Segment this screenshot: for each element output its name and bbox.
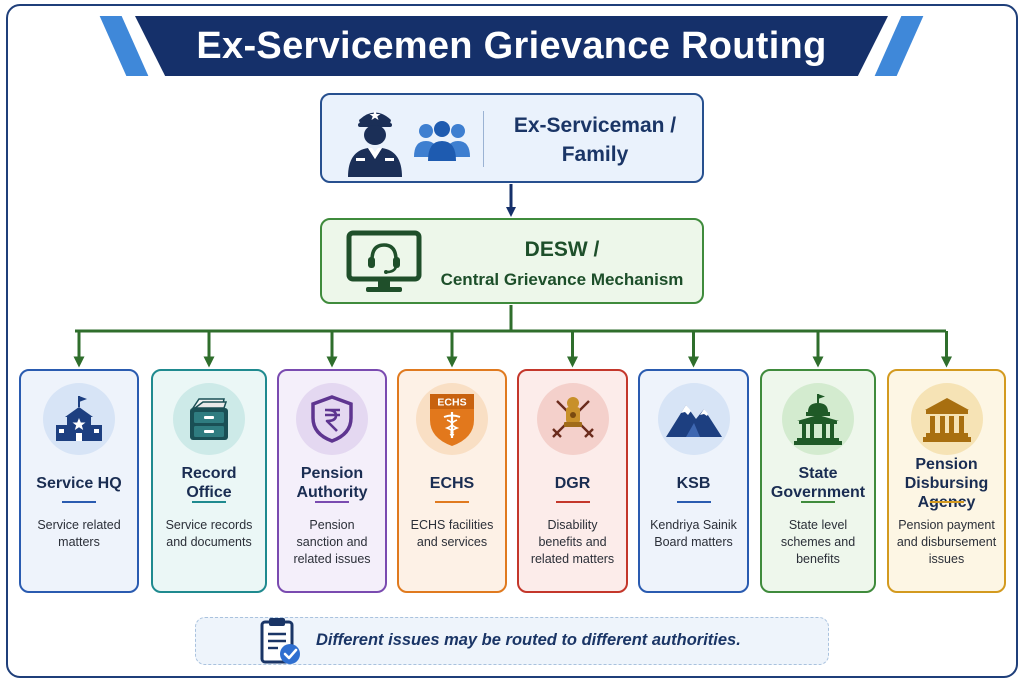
monitor-headset-icon bbox=[346, 230, 422, 292]
desw-box: DESW / Central Grievance Mechanism bbox=[320, 218, 704, 304]
source-label-line2: Family bbox=[561, 143, 629, 166]
card-echs: ECHS ECHS ECHS facilities and services bbox=[397, 369, 507, 593]
card-ksb: KSB Kendriya Sainik Board matters bbox=[638, 369, 749, 593]
people-group-icon bbox=[414, 121, 470, 161]
card-pension-authority: Pension Authority Pension sanction and r… bbox=[277, 369, 387, 593]
mountains-icon bbox=[666, 405, 722, 437]
card-divider bbox=[315, 501, 349, 503]
source-label: Ex-Serviceman / Family bbox=[490, 111, 700, 169]
card-title: ECHS bbox=[429, 474, 475, 492]
card-divider bbox=[192, 501, 226, 503]
card-description: State level schemes and benefits bbox=[780, 518, 856, 566]
title-banner: Ex-Servicemen Grievance Routing bbox=[135, 16, 888, 76]
footer-note: Different issues may be routed to differ… bbox=[195, 617, 829, 665]
rupee-shield-icon bbox=[311, 395, 353, 443]
card-title: Pension Authority bbox=[296, 465, 368, 501]
footer-note-text: Different issues may be routed to differ… bbox=[316, 631, 741, 649]
source-box: Ex-Serviceman / Family bbox=[320, 93, 704, 183]
card-divider bbox=[930, 501, 964, 503]
card-divider bbox=[62, 501, 96, 503]
government-building-icon bbox=[794, 394, 842, 445]
emblem-swords-icon bbox=[552, 397, 594, 438]
card-divider bbox=[435, 501, 469, 503]
card-service-hq: Service HQ Service related matters bbox=[19, 369, 139, 593]
echs-shield-icon: ECHS bbox=[430, 394, 474, 446]
card-description: Service records and documents bbox=[165, 518, 253, 549]
card-divider bbox=[556, 501, 590, 503]
card-description: Service related matters bbox=[37, 518, 121, 549]
building-star-icon bbox=[56, 396, 102, 441]
card-description: Pension payment and disbursement issues bbox=[896, 518, 997, 566]
clipboard-check-icon bbox=[260, 618, 300, 664]
card-divider bbox=[801, 501, 835, 503]
echs-badge-text: ECHS bbox=[437, 397, 466, 409]
source-divider bbox=[483, 111, 484, 167]
card-title: DGR bbox=[554, 474, 591, 492]
source-label-line1: Ex-Serviceman / bbox=[513, 114, 677, 137]
card-description: ECHS facilities and services bbox=[410, 518, 494, 549]
card-title: State Government bbox=[770, 465, 866, 501]
officer-icon bbox=[348, 110, 402, 177]
card-title: Service HQ bbox=[36, 474, 122, 492]
card-description: Disability benefits and related matters bbox=[530, 518, 615, 566]
desw-subtitle: Central Grievance Mechanism bbox=[440, 270, 684, 289]
card-dgr: DGR Disability benefits and related matt… bbox=[517, 369, 628, 593]
card-title: Pension Disbursing Agency bbox=[904, 455, 989, 511]
card-record-office: Record Office Service records and docume… bbox=[151, 369, 267, 593]
card-divider bbox=[677, 501, 711, 503]
bank-columns-icon bbox=[923, 398, 971, 442]
card-description: Kendriya Sainik Board matters bbox=[650, 518, 737, 549]
card-state-government: State Government State level schemes and… bbox=[760, 369, 876, 593]
card-title: Record Office bbox=[181, 465, 237, 501]
card-description: Pension sanction and related issues bbox=[293, 518, 371, 566]
file-cabinet-icon bbox=[190, 398, 228, 440]
card-title: KSB bbox=[676, 474, 711, 492]
card-pension-disbursing-agency: Pension Disbursing Agency Pension paymen… bbox=[887, 369, 1006, 593]
page-title: Ex-Servicemen Grievance Routing bbox=[196, 24, 827, 67]
desw-title: DESW / bbox=[524, 238, 600, 261]
